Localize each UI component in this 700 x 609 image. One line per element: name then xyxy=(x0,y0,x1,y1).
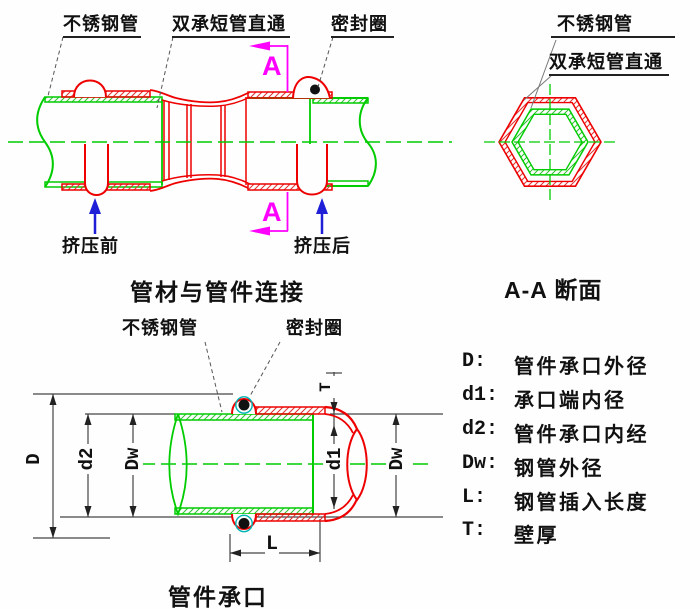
label-coupling: 双承短管直通 xyxy=(172,14,290,38)
dim-label-d1: d1 xyxy=(324,444,346,474)
legend-desc: 管件承口内经 xyxy=(514,424,649,446)
dimension-arrows xyxy=(49,394,400,557)
crimp-pointers xyxy=(89,198,328,234)
legend-row-Dw: Dw: 钢管外径 xyxy=(462,452,604,481)
legend-row-T: T: 壁厚 xyxy=(462,519,559,548)
section-marker-a-bottom: A xyxy=(262,197,282,227)
dim-label-dw-left: Dw xyxy=(122,443,144,475)
legend-symbol: T: xyxy=(462,519,487,542)
label-socket-seal-ring: 密封圈 xyxy=(286,318,343,338)
seal-ring-dot xyxy=(238,518,250,529)
legend-row-d1: d1: 承口端内径 xyxy=(462,384,627,413)
legend-row-d2: d2: 管件承口内经 xyxy=(462,418,649,447)
label-socket-stainless-pipe: 不锈钢管 xyxy=(122,318,198,338)
legend-symbol: L: xyxy=(462,486,487,509)
label-seal-ring: 密封圈 xyxy=(331,14,394,38)
legend-row-L: L: 钢管插入长度 xyxy=(462,486,649,515)
dim-label-L: L xyxy=(265,533,280,556)
legend-desc: 钢管外径 xyxy=(514,458,604,480)
socket-drawing xyxy=(33,341,443,562)
connection-drawing xyxy=(8,36,452,236)
section-line xyxy=(249,41,289,236)
legend-row-D: D: 管件承口外径 xyxy=(462,350,649,379)
dim-label-D: D xyxy=(23,446,45,472)
caption-section: A-A 断面 xyxy=(504,277,603,303)
label-before-crimp: 挤压前 xyxy=(62,236,119,256)
seal-ring-dot xyxy=(310,84,320,95)
legend-desc: 管件承口外径 xyxy=(514,356,649,378)
legend-symbol: d2: xyxy=(462,418,499,441)
caption-connection: 管材与管件连接 xyxy=(130,279,305,305)
label-after-crimp: 挤压后 xyxy=(294,236,351,256)
label-hex-coupling: 双承短管直通 xyxy=(549,52,669,76)
legend-desc: 钢管插入长度 xyxy=(514,492,649,514)
dim-label-T: T xyxy=(316,376,336,398)
legend-desc: 壁厚 xyxy=(514,525,559,547)
caption-socket: 管件承口 xyxy=(168,584,268,609)
hex-section-drawing xyxy=(484,39,618,202)
legend-symbol: Dw: xyxy=(462,452,499,475)
label-hex-stainless-pipe: 不锈钢管 xyxy=(551,14,675,38)
dim-label-d2: d2 xyxy=(76,444,98,474)
section-marker-a-top: A xyxy=(262,51,282,81)
legend-symbol: D: xyxy=(462,350,487,373)
seal-ring-dot xyxy=(238,399,250,411)
dim-label-dw-right: Dw xyxy=(386,443,408,475)
legend-symbol: d1: xyxy=(462,384,499,407)
legend-desc: 承口端内径 xyxy=(514,390,627,412)
label-stainless-pipe: 不锈钢管 xyxy=(63,14,141,38)
